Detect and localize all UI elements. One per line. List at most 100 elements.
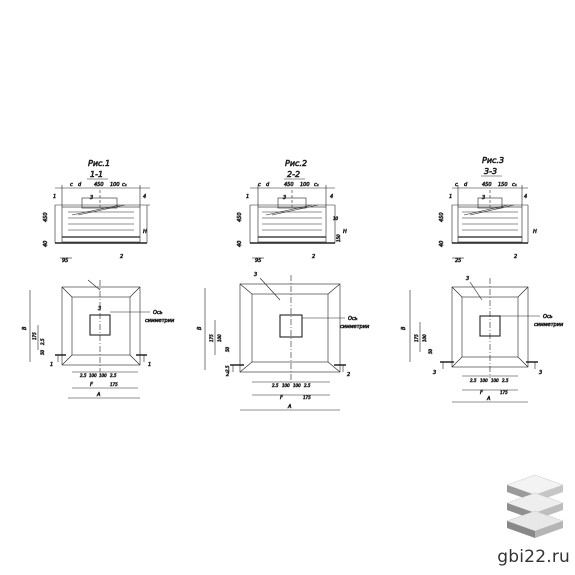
fig1-bot-175: 175 xyxy=(110,382,118,387)
figure-1-section: 1-1 xyxy=(90,170,103,179)
figure-1-elevation xyxy=(54,185,150,259)
fig1-bot-25b: 2.5 xyxy=(110,373,117,378)
figure-2-caption: Рис.2 xyxy=(285,159,307,168)
fig3-bot-A: A xyxy=(486,396,491,402)
fig1-bot-A: A xyxy=(96,392,101,398)
fig1-bot-25a: 2.5 xyxy=(80,373,87,378)
fig2-plan-50: 50 xyxy=(225,346,230,352)
fig3-callout-4: 4 xyxy=(524,194,527,200)
fig1-dim-d: d xyxy=(78,182,82,188)
fig3-dim-h450: 450 xyxy=(439,212,445,222)
fig2-callout-1: 1 xyxy=(246,194,249,200)
figure-3: Рис.3 3-3 xyxy=(401,156,564,403)
fig3-bot-25b: 2.5 xyxy=(502,378,509,383)
figure-2-elevation xyxy=(249,185,336,259)
fig1-plan-callout-3: 3 xyxy=(98,306,101,312)
fig1-plan-50: 50 xyxy=(40,349,45,355)
fig3-callout-3: 3 xyxy=(482,195,485,201)
fig2-dim-95: 95 xyxy=(255,258,261,264)
fig3-dim-25: 25 xyxy=(455,258,461,264)
fig1-callout-2: 2 xyxy=(120,254,123,260)
fig1-bot-100b: 100 xyxy=(99,373,107,378)
figure-2-plan xyxy=(204,275,346,411)
fig1-dim-c1: c₁ xyxy=(122,182,127,188)
fig2-dim-h450: 450 xyxy=(237,212,243,222)
figure-2-section: 2-2 xyxy=(287,170,300,179)
fig2-bot-25b: 2.5 xyxy=(304,383,311,388)
fig3-plan-100: 100 xyxy=(422,334,427,342)
fig2-axis-1: Ось xyxy=(348,316,358,322)
fig2-callout-10: 10 xyxy=(333,216,339,221)
fig1-dim-h40: 40 xyxy=(43,241,49,247)
figure-3-section: 3-3 xyxy=(484,167,497,176)
fig2-plan-175: 175 xyxy=(209,334,214,342)
fig3-plan-B: B xyxy=(401,326,407,330)
fig1-cut-right: 1 xyxy=(148,362,151,368)
fig3-bot-100b: 100 xyxy=(491,378,499,383)
figure-3-caption: Рис.3 xyxy=(482,156,504,165)
fig1-callout-4: 4 xyxy=(143,194,146,200)
fig3-callout-H: H xyxy=(533,229,537,235)
fig2-bot-A: A xyxy=(287,404,292,410)
fig2-dim-c1: c₁ xyxy=(314,182,319,188)
fig3-bot-25a: 2.5 xyxy=(470,378,477,383)
fig3-dim-c1: c₁ xyxy=(512,182,517,188)
fig1-dim-95: 95 xyxy=(62,258,68,264)
figure-1-plan xyxy=(29,279,150,399)
fig1-plan-25: 2.5 xyxy=(40,338,45,345)
fig1-callout-3: 3 xyxy=(90,195,93,201)
fig2-plan-100: 100 xyxy=(217,334,222,342)
fig3-plan-175: 175 xyxy=(414,334,419,342)
fig2-dim-100: 100 xyxy=(300,182,310,188)
fig2-axis-2: симметрии xyxy=(340,324,370,330)
fig3-cut-left: 3 xyxy=(433,370,436,376)
fig2-plan-callout-3: 3 xyxy=(254,272,257,278)
site-logo-text: gbi22.ru xyxy=(497,547,570,567)
fig1-bot-100a: 100 xyxy=(89,373,97,378)
fig1-callout-1: 1 xyxy=(53,194,56,200)
fig1-callout-H: H xyxy=(143,229,147,235)
fig2-dim-c: c xyxy=(258,182,261,188)
fig2-cut-right: 2 xyxy=(347,372,350,378)
fig3-plan-callout-3: 3 xyxy=(466,276,469,282)
fig1-dim-c: c xyxy=(70,182,73,188)
fig2-callout-150: 150 xyxy=(336,234,341,242)
figure-1: Рис.1 1-1 xyxy=(22,159,175,399)
fig1-axis-1: Ось xyxy=(153,310,163,316)
fig1-dim-100: 100 xyxy=(110,182,120,188)
fig2-bot-175: 175 xyxy=(303,395,311,400)
fig2-bot-100b: 100 xyxy=(293,383,301,388)
fig3-cut-right: 3 xyxy=(539,370,542,376)
fig3-plan-50: 50 xyxy=(428,348,433,354)
fig1-dim-450: 450 xyxy=(94,182,104,188)
fig1-plan-175: 175 xyxy=(32,332,37,340)
fig2-bot-F: F xyxy=(280,395,283,401)
stacked-slabs-icon xyxy=(506,474,564,538)
fig1-dim-h450: 450 xyxy=(43,212,49,222)
fig3-dim-c: c xyxy=(455,182,458,188)
figure-1-caption: Рис.1 xyxy=(88,159,110,168)
fig3-callout-1: 1 xyxy=(449,194,452,200)
fig2-callout-4: 4 xyxy=(330,194,333,200)
figure-2: Рис.2 2-2 xyxy=(197,159,370,411)
fig1-cut-left: 1 xyxy=(50,362,53,368)
fig2-bot-25a: 2.5 xyxy=(272,383,279,388)
fig1-plan-B: B xyxy=(22,326,28,330)
fig2-plan-B: B xyxy=(197,326,203,330)
fig3-dim-h40: 40 xyxy=(439,241,445,247)
fig3-axis-2: симметрии xyxy=(534,322,564,328)
fig3-callout-2: 2 xyxy=(514,254,517,260)
fig2-bot-100a: 100 xyxy=(282,383,290,388)
fig2-callout-2: 2 xyxy=(312,254,315,260)
figure-3-plan xyxy=(409,278,540,403)
fig2-callout-H: H xyxy=(343,229,347,235)
fig2-dim-450: 450 xyxy=(284,182,294,188)
fig1-bot-F: F xyxy=(90,382,93,388)
fig2-dim-d: d xyxy=(266,182,270,188)
fig3-bot-F: F xyxy=(480,390,483,396)
fig2-cut-left: 2 xyxy=(226,372,229,378)
fig3-dim-d: d xyxy=(464,182,468,188)
fig3-bot-175: 175 xyxy=(500,390,508,395)
fig3-bot-100a: 100 xyxy=(480,378,488,383)
